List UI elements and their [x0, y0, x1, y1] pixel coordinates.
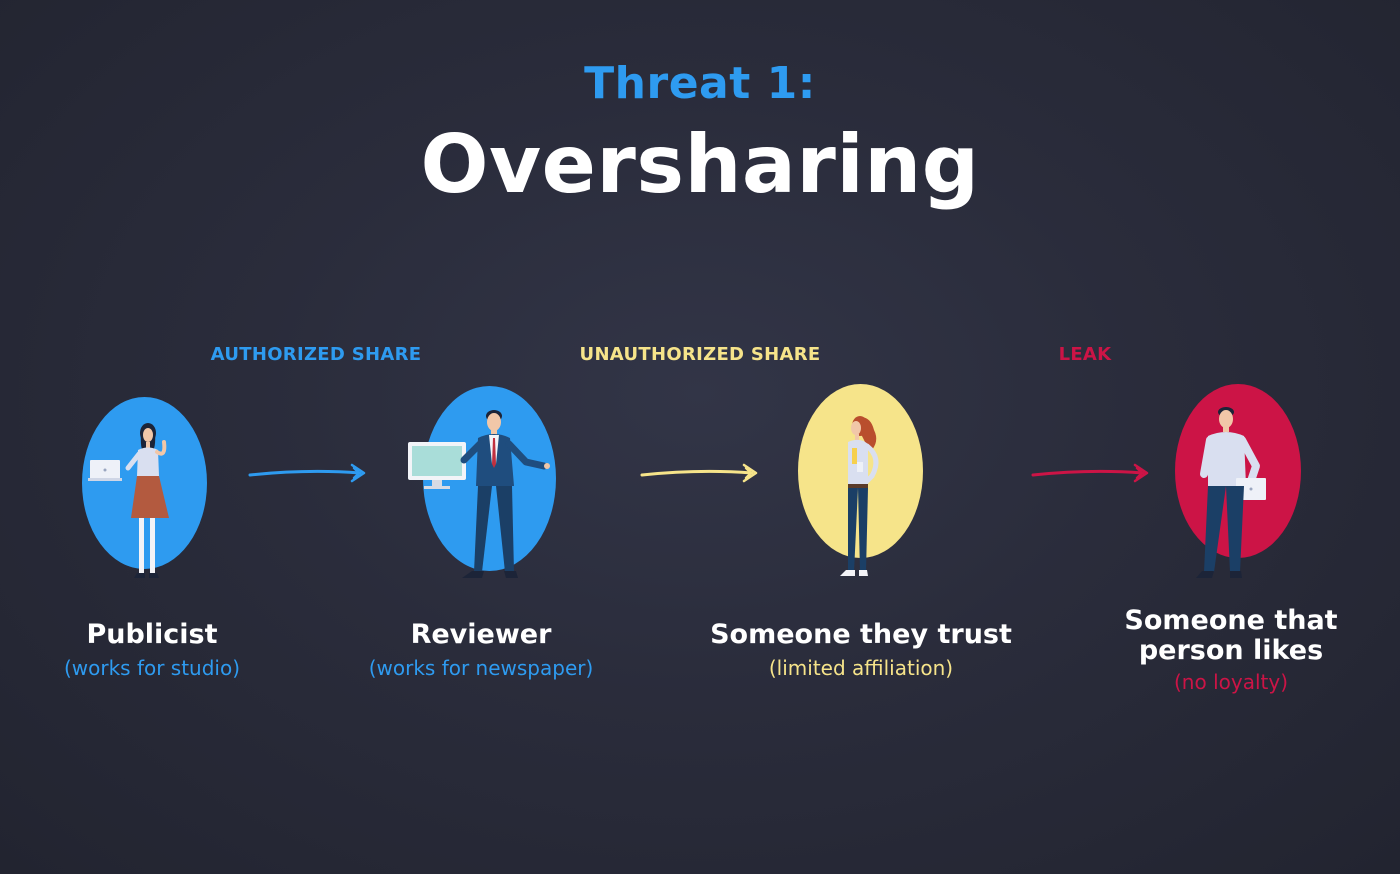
leak-arrow-icon — [1031, 463, 1149, 483]
unauthorized-share-arrow-icon — [640, 463, 758, 483]
liked-person-name: Someone that person likes — [1124, 605, 1338, 666]
leak-label: LEAK — [1058, 344, 1112, 365]
man-with-laptop-icon — [1196, 407, 1266, 578]
unauthorized-share-label: UNAUTHORIZED SHARE — [579, 344, 821, 365]
reviewer-name: Reviewer — [410, 619, 552, 650]
reviewer-affiliation: (works for newspaper) — [368, 656, 594, 680]
threat-number: Threat 1: — [584, 58, 816, 109]
woman-with-laptop-icon — [88, 423, 169, 578]
publicist-name: Publicist — [86, 619, 218, 650]
liked-person-affiliation: (no loyalty) — [1174, 670, 1288, 694]
trusted-person-affiliation: (limited affiliation) — [768, 656, 954, 680]
publicist-affiliation: (works for studio) — [63, 656, 241, 680]
page-title: Oversharing — [420, 118, 980, 211]
man-with-monitor-icon — [408, 410, 550, 578]
authorized-share-label: AUTHORIZED SHARE — [210, 344, 422, 365]
woman-with-phone-icon — [840, 416, 879, 576]
authorized-share-arrow-icon — [248, 463, 366, 483]
trusted-person-name: Someone they trust — [710, 619, 1012, 650]
